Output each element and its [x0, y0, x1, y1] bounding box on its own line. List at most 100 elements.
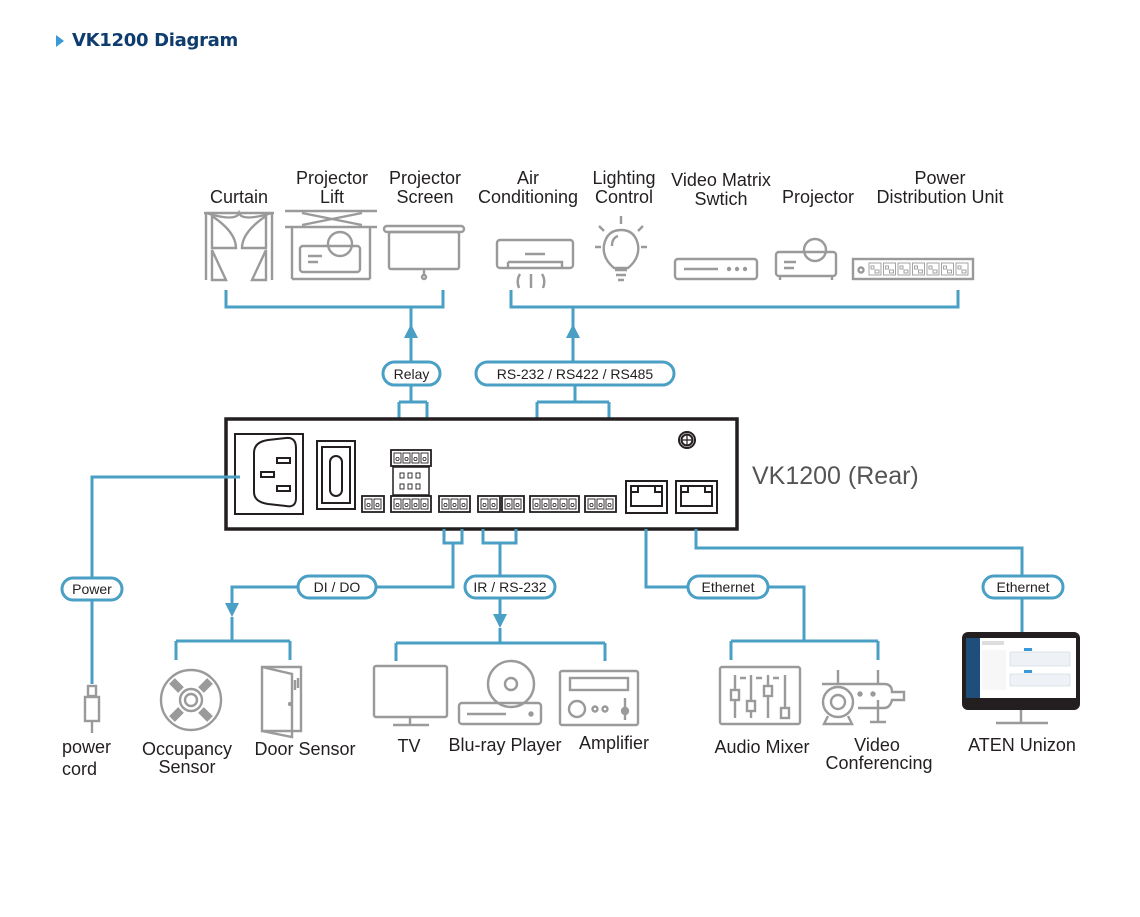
projector-icon: [774, 237, 838, 280]
dido-terminal: [438, 495, 471, 513]
label-matrix-1: Video Matrix: [671, 170, 771, 190]
pdu-icon: [851, 257, 975, 281]
device-projector-screen: Projector Screen: [382, 168, 466, 281]
audio-mixer-icon: [718, 665, 802, 726]
device-door-sensor: Door Sensor: [254, 665, 356, 759]
pdu-outlet: [897, 262, 911, 276]
device-amplifier: Amplifier: [558, 669, 649, 753]
pdu-outlet: [868, 262, 882, 276]
device-tv: TV: [372, 664, 449, 756]
ethernet1-pill: Ethernet: [686, 574, 770, 600]
projector-screen-icon: [382, 224, 466, 281]
device-audio-mixer: Audio Mixer: [714, 665, 810, 757]
device-bluray: Blu-ray Player: [448, 659, 562, 755]
label-aten-unizon: ATEN Unizon: [968, 735, 1076, 755]
serial-terminal-a: [529, 495, 580, 513]
occupancy-sensor-icon: [159, 668, 223, 732]
device-pdu: Power Distribution Unit: [851, 168, 1004, 281]
power-pill: Power: [60, 576, 124, 602]
label-projector-lift-1: Projector: [296, 168, 368, 188]
amplifier-icon: [558, 669, 640, 727]
relay-indicator-leds: [392, 466, 430, 496]
device-video-matrix: Video Matrix Swtich: [671, 170, 771, 281]
dido-pill: DI / DO: [296, 574, 378, 600]
serial-to-port-wire: [535, 385, 611, 496]
label-occupancy-1: Occupancy: [142, 739, 232, 759]
label-door-sensor: Door Sensor: [254, 739, 355, 759]
monitor-icon: [962, 632, 1080, 725]
relay-terminal-lower: [390, 495, 432, 513]
matrix-switch-icon: [673, 257, 759, 281]
terminal-block-2pin-a: [361, 495, 385, 513]
ethernet2-wire: [694, 529, 1024, 632]
projector-lift-icon: [285, 209, 377, 281]
relay-bus-wire: [224, 290, 445, 362]
dido-wire: [174, 529, 464, 660]
air-conditioner-icon: [495, 238, 575, 289]
page-header: VK1200 Diagram: [56, 30, 238, 51]
serial-pill: RS-232 / RS422 / RS485: [474, 360, 676, 387]
device-video-conf: Video Conferencing: [821, 670, 933, 773]
ir-label: IR / RS-232: [473, 579, 546, 595]
device-power-cord: power cord: [62, 684, 111, 779]
serial-label: RS-232 / RS422 / RS485: [497, 366, 654, 382]
device-projector-lift: Projector Lift: [285, 168, 377, 281]
ethernet1-label: Ethernet: [702, 579, 755, 595]
label-projector-screen-2: Screen: [396, 187, 453, 207]
relay-terminal-upper: [390, 449, 432, 467]
relay-pill: Relay: [381, 360, 442, 387]
label-lighting-1: Lighting: [592, 168, 655, 188]
device-air-conditioning: Air Conditioning: [478, 168, 578, 289]
ground-screw: [678, 431, 696, 449]
label-bluray: Blu-ray Player: [448, 735, 561, 755]
vk1200-rear-panel: [224, 417, 739, 531]
power-switch: [316, 440, 356, 510]
device-name-label: VK1200 (Rear): [752, 462, 919, 490]
pdu-outlet: [912, 262, 925, 276]
tv-icon: [372, 664, 449, 727]
triangle-right-icon: [56, 34, 64, 47]
label-power-cord-2: cord: [62, 759, 97, 779]
pdu-outlet: [941, 262, 954, 276]
label-amplifier: Amplifier: [579, 733, 649, 753]
device-projector: Projector: [774, 187, 854, 280]
ethernet2-pill: Ethernet: [981, 574, 1065, 600]
label-tv: TV: [397, 736, 420, 756]
dido-label: DI / DO: [314, 579, 361, 595]
label-ac-2: Conditioning: [478, 187, 578, 207]
ethernet-port-1: [625, 480, 668, 514]
terminal-blocks: [361, 449, 617, 513]
pdu-outlet: [955, 262, 969, 276]
label-curtain: Curtain: [210, 187, 268, 207]
door-icon: [260, 665, 303, 739]
label-video-conf-1: Video: [854, 735, 900, 755]
pdu-outlet: [926, 262, 940, 276]
ir-wire: [394, 529, 607, 661]
label-power-cord-1: power: [62, 737, 111, 757]
label-ac-1: Air: [517, 168, 539, 188]
serial-terminal-b: [584, 495, 617, 513]
pdu-outlet: [883, 262, 896, 276]
light-bulb-icon: [595, 216, 647, 282]
curtain-icon: [204, 209, 274, 282]
page-title: VK1200 Diagram: [72, 30, 238, 51]
device-aten-unizon: ATEN Unizon: [962, 632, 1080, 755]
label-audio-mixer: Audio Mixer: [714, 737, 809, 757]
ir-terminal-a: [477, 495, 501, 513]
power-label: Power: [72, 581, 112, 597]
device-lighting-control: Lighting Control: [592, 168, 656, 282]
label-pdu-1: Power: [914, 168, 965, 188]
ethernet1-wire: [644, 529, 880, 660]
label-projector-screen-1: Projector: [389, 168, 461, 188]
label-occupancy-2: Sensor: [158, 757, 215, 777]
ethernet-port-2: [675, 480, 718, 514]
device-occupancy-sensor: Occupancy Sensor: [142, 668, 232, 777]
power-inlet: [234, 433, 304, 515]
label-projector-lift-2: Lift: [320, 187, 344, 207]
power-plug-icon: [83, 684, 101, 733]
label-lighting-2: Control: [595, 187, 653, 207]
power-wire: [90, 475, 240, 684]
label-video-conf-2: Conferencing: [825, 753, 932, 773]
video-conference-camera-icon: [821, 670, 906, 726]
